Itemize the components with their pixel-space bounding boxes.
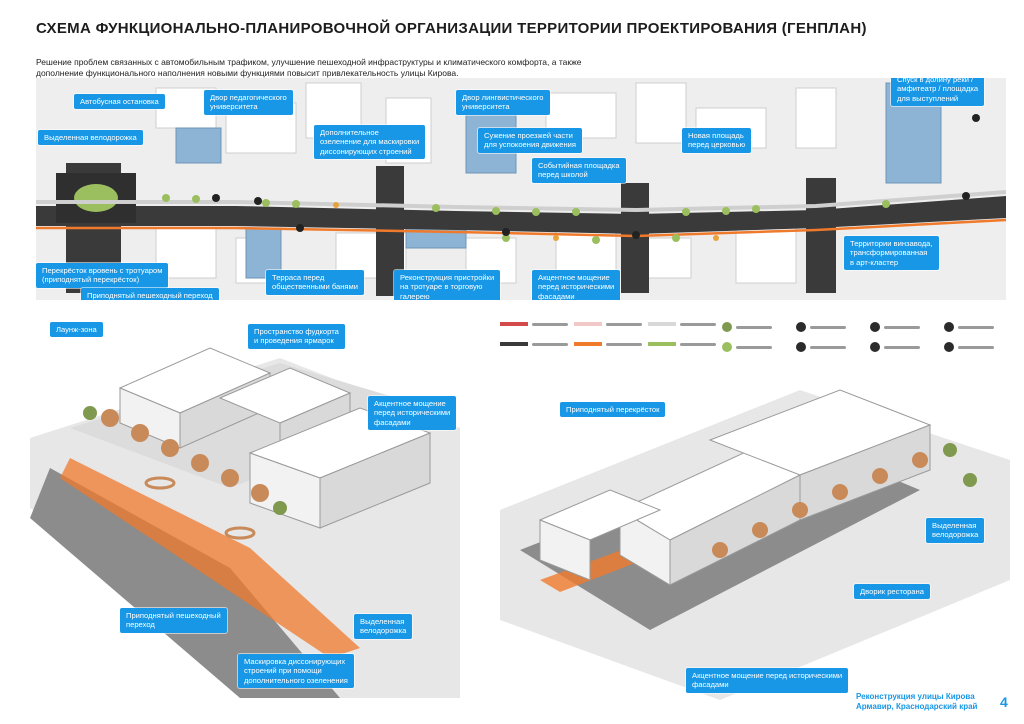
legend-item [944,342,994,352]
page-title: СХЕМА ФУНКЦИОНАЛЬНО-ПЛАНИРОВОЧНОЙ ОРГАНИ… [36,20,867,37]
legend-item [870,342,920,352]
label-greening: Дополнительное озеленение для маскировки… [314,125,426,160]
label-ling-univ: Двор лингвистического университета [456,90,550,115]
master-plan: Автобусная остановка Двор педагогическог… [36,78,1006,300]
legend-item [796,322,846,332]
footer-caption: Реконструкция улицы Кирова Армавир, Крас… [856,692,977,713]
legend-item [648,322,716,326]
label-extension: Реконструкция пристройки на тротуаре в т… [394,270,501,300]
legend-item [500,342,568,346]
legend-item [796,342,846,352]
legend-item [500,322,568,326]
label-terrace: Терраса перед общественными банями [266,270,364,295]
label-iso-bike-lane: Выделенная велодорожка [354,614,413,639]
label-crossing: Перекрёсток вровень с тротуаром (приподн… [36,263,169,288]
label-raised-crossing: Приподнятый пешеходный переход [81,288,219,300]
label-ped-univ: Двор педагогического университета [204,90,293,115]
page-number: 4 [1000,694,1008,710]
legend-item [574,322,642,326]
label-bus-stop: Автобусная остановка [74,94,165,110]
legend-item [574,342,642,346]
label-iso-accent-paving: Акцентное мощение перед историческими фа… [368,396,457,431]
label-iso-raised-crossing: Приподнятый пешеходный переход [120,608,227,633]
legend-item [944,322,994,332]
iso-left-drawing [30,347,460,698]
legend-item [648,342,716,346]
footer-line-1: Реконструкция улицы Кирова [856,692,975,701]
label-river-descent: Спуск в долину реки / амфитеатр / площад… [891,78,985,107]
label-lounge: Лаунж-зона [50,322,103,338]
label-bike-lane: Выделенная велодорожка [38,130,143,146]
label-iso-right-bike-lane: Выделенная велодорожка [926,518,985,543]
intro-text: Решение проблем связанных с автомобильны… [36,57,582,78]
legend-item [870,322,920,332]
label-narrowing: Сужение проезжей части для успокоения дв… [478,128,582,153]
label-new-square: Новая площадь перед церковью [682,128,752,153]
footer-line-2: Армавир, Краснодарский край [856,702,978,712]
legend-item [722,322,772,332]
label-iso-right-accent-paving: Акцентное мощение перед историческими фа… [686,668,849,693]
label-raised-intersection: Приподнятый перекрёсток [560,402,666,418]
iso-right-drawing [500,389,1010,700]
label-foodcourt: Пространство фудкорта и проведения ярмар… [248,324,345,349]
legend-item [722,342,772,352]
label-winery: Территории винзавода, трансформированная… [844,236,939,271]
iso-view-right: Приподнятый перекрёсток Выделенная велод… [500,380,1010,700]
label-restaurant: Дворик ресторана [854,584,930,600]
label-event-square: Событийная площадка перед школой [532,158,626,183]
label-accent-paving: Акцентное мощение перед историческими фа… [532,270,621,300]
label-masking: Маскировка диссонирующих строений при по… [238,654,354,689]
legend [500,316,1010,362]
iso-view-left: Лаунж-зона Пространство фудкорта и прове… [30,318,460,698]
